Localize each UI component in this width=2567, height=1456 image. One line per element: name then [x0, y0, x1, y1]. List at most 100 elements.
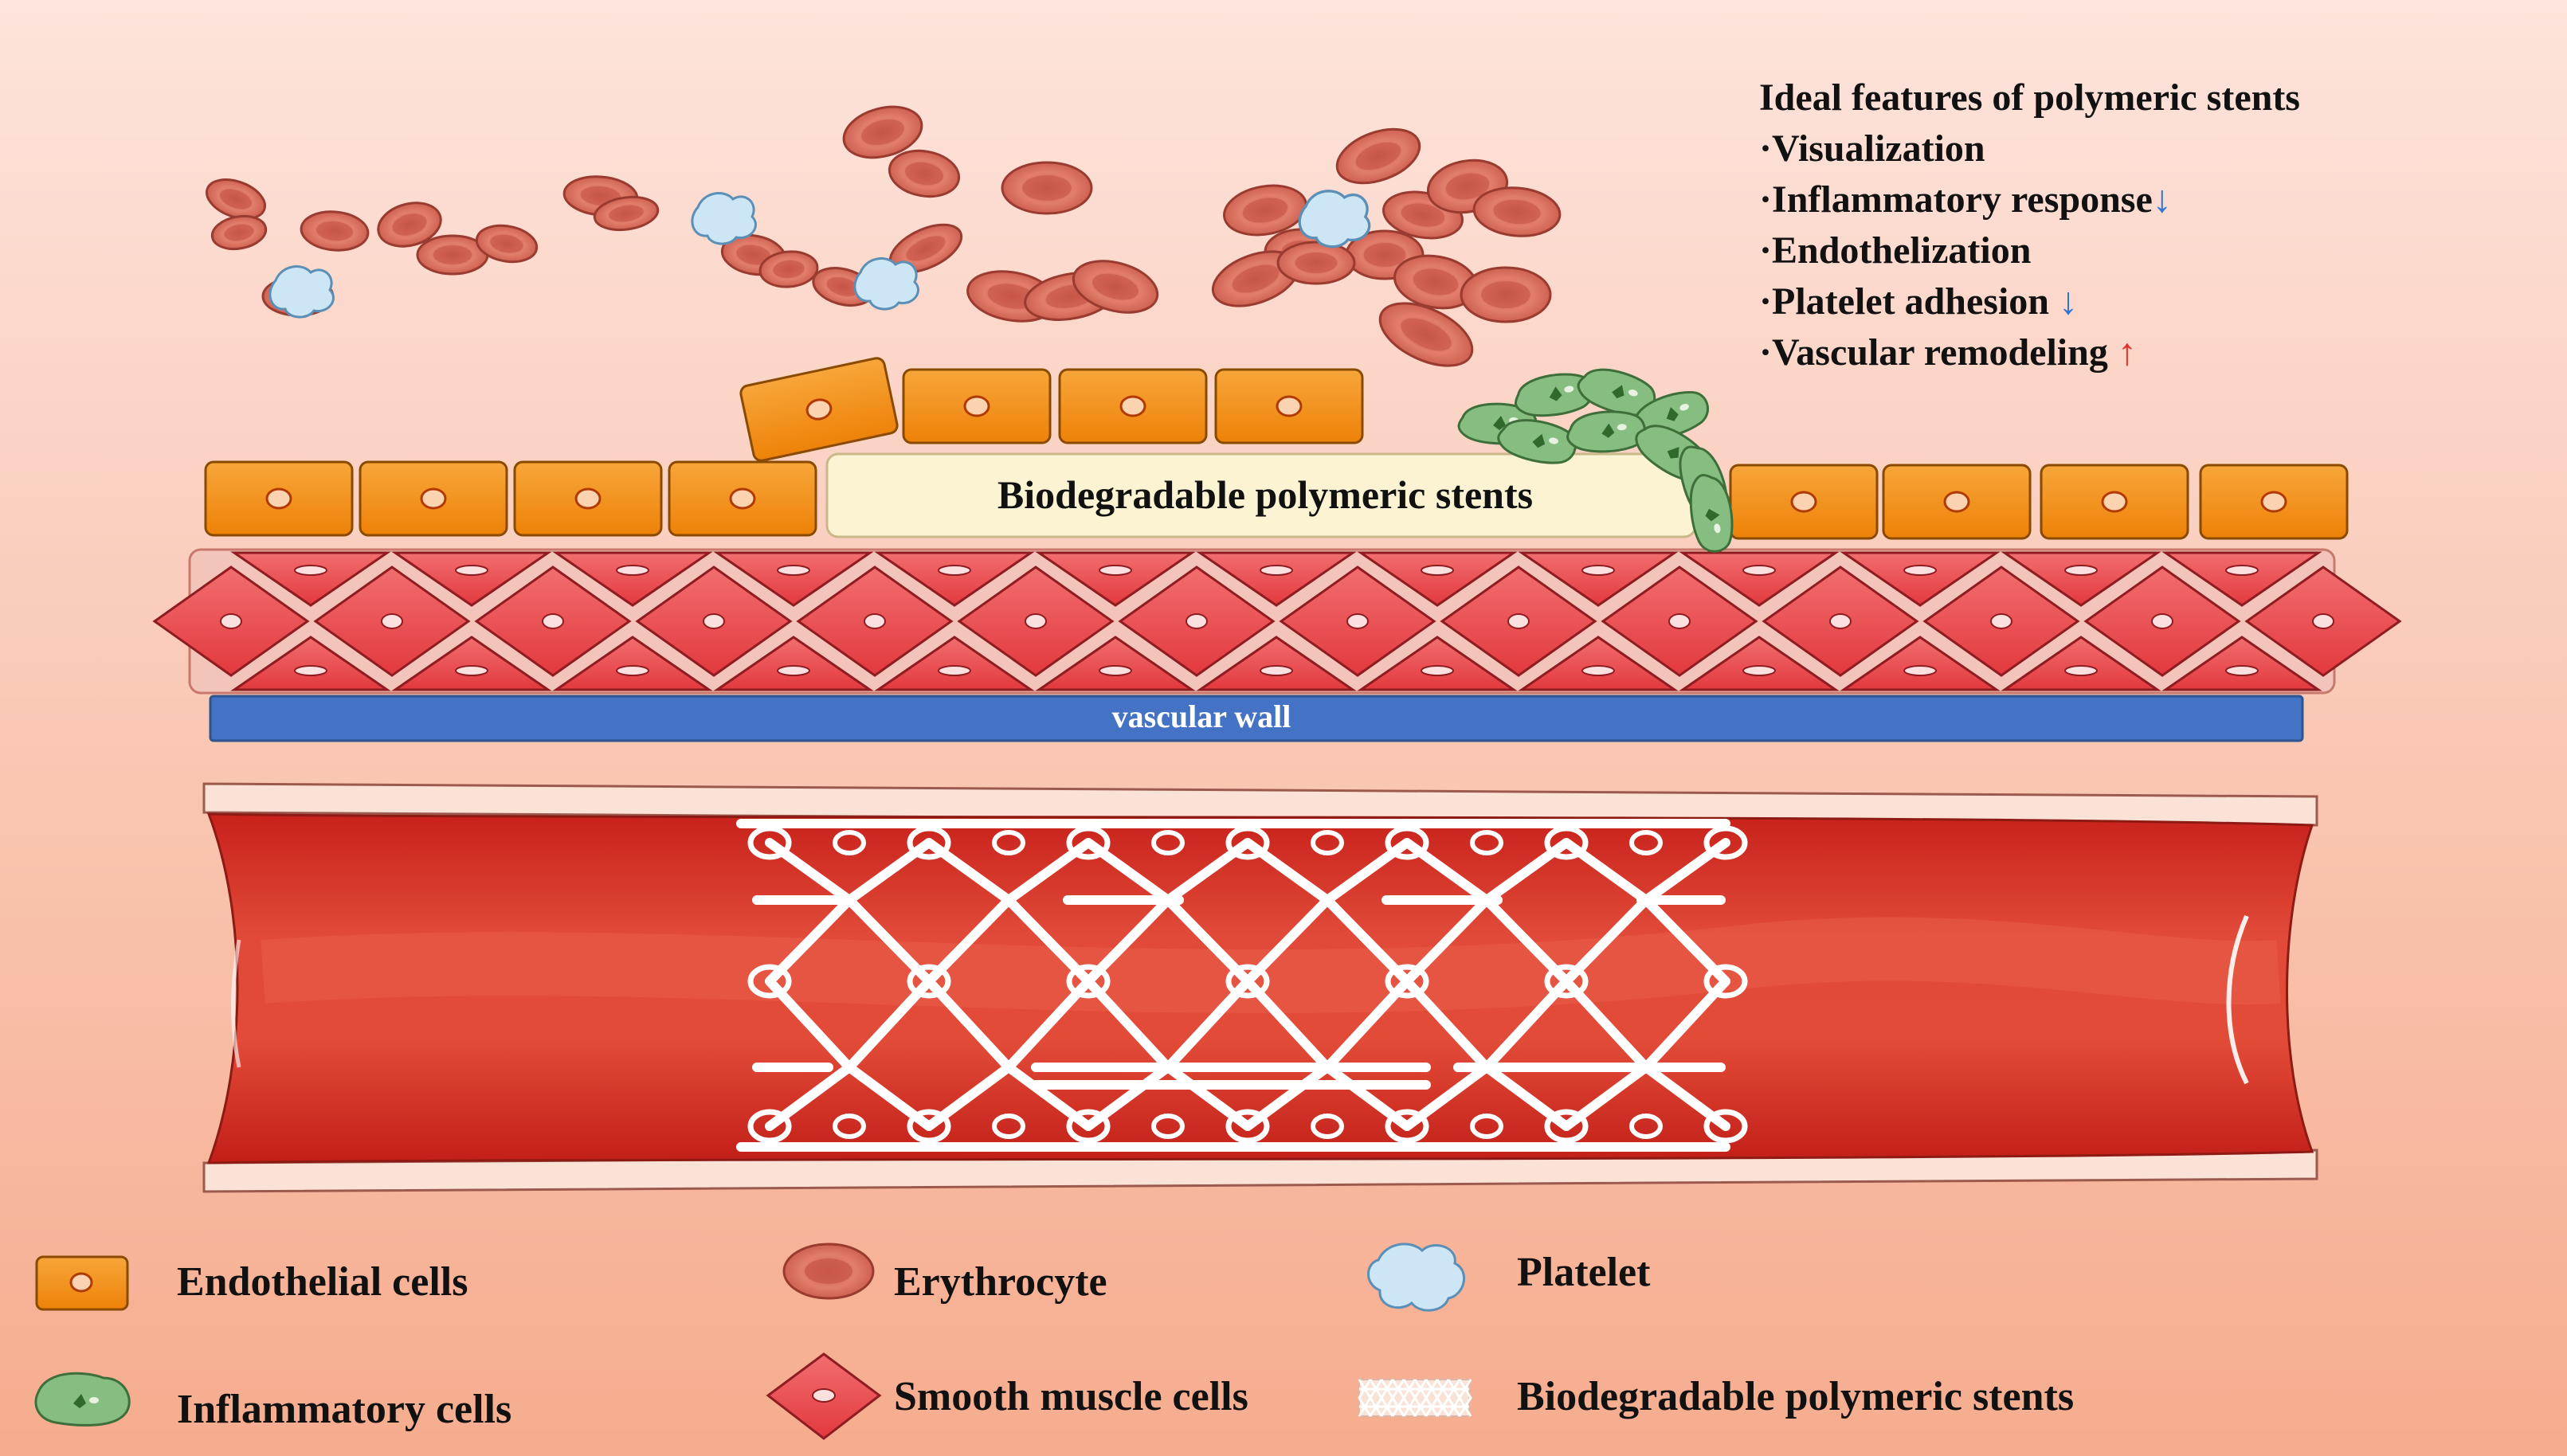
stent-node [907, 825, 951, 860]
inflammatory-cell [1577, 368, 1656, 417]
erythrocyte [593, 195, 660, 232]
stent-node [1385, 1109, 1429, 1144]
stent-node [1225, 1109, 1270, 1144]
platelet [853, 257, 919, 311]
feature-item: ·Platelet adhesion ↓ [1759, 280, 2078, 323]
stent-node [1703, 1109, 1748, 1144]
stent-node [1311, 1114, 1344, 1139]
inflammatory-cell [1689, 474, 1734, 553]
endothelial-cell [1214, 368, 1364, 444]
smooth-muscle-cell [391, 551, 552, 607]
erythrocyte [758, 250, 819, 288]
stent-node [747, 964, 792, 999]
smooth-muscle-cell [1196, 551, 1357, 607]
legend-inflammatory-icon [34, 1372, 131, 1427]
erythrocyte [1001, 161, 1093, 215]
smooth-muscle-cell [635, 566, 793, 677]
smooth-muscle-cell [1035, 636, 1196, 691]
platelet [1298, 190, 1371, 249]
endothelial-cell [359, 460, 508, 537]
erythrocyte [888, 223, 963, 274]
stent-node [1066, 1109, 1111, 1144]
legend-stent-icon [1358, 1379, 1472, 1417]
smooth-muscle-cell [230, 551, 391, 607]
arrow-down-icon: ↓ [2059, 280, 2078, 323]
legend-endothelial-icon [35, 1255, 129, 1311]
erythrocyte [1393, 254, 1479, 310]
smooth-muscle-cell [1762, 566, 1919, 677]
smooth-muscle-cell [1518, 636, 1679, 691]
smooth-muscle-cell [1679, 551, 1840, 607]
smooth-muscle-cell [713, 636, 874, 691]
smooth-muscle-cell [874, 636, 1035, 691]
stent-node [1151, 1114, 1185, 1139]
endothelial-cell [668, 460, 817, 537]
erythrocyte [1472, 186, 1562, 237]
stent-node [1225, 964, 1270, 999]
stent-node [992, 1114, 1025, 1139]
smooth-muscle-cell [1518, 551, 1679, 607]
erythrocyte [1276, 241, 1356, 285]
smooth-muscle-cell [1840, 551, 2001, 607]
stent-node [1629, 1114, 1663, 1139]
stent-label: Biodegradable polymeric stents [997, 472, 1533, 517]
arrow-up-icon: ↑ [2118, 331, 2137, 374]
stent-node [1703, 964, 1748, 999]
erythrocyte [842, 105, 923, 159]
stent-mesh [736, 819, 1748, 1152]
stent-node [1066, 825, 1111, 860]
erythrocyte [300, 210, 370, 252]
erythrocyte [475, 224, 539, 264]
smooth-muscle-cell [2161, 636, 2322, 691]
endothelial-cell [739, 357, 899, 462]
endothelial-cell [513, 460, 663, 537]
smooth-muscle-cell [552, 636, 713, 691]
inflammatory-cell [1497, 419, 1577, 464]
erythrocyte [210, 214, 268, 251]
erythrocyte [206, 178, 266, 220]
stent-node [1544, 825, 1589, 860]
features-title: Ideal features of polymeric stents [1759, 76, 2300, 119]
smooth-muscle-cell [2001, 551, 2161, 607]
feature-item: ·Vascular remodeling ↑ [1759, 331, 2137, 374]
endothelial-cell [902, 368, 1052, 444]
stent-node [992, 830, 1025, 855]
erythrocyte [1223, 184, 1307, 237]
inflammatory-cell [1566, 410, 1646, 453]
erythrocyte [1378, 302, 1474, 367]
smooth-muscle-cell [2161, 551, 2322, 607]
endothelial-cell [2199, 464, 2349, 540]
legend-endothelial-label: Endothelial cells [177, 1259, 468, 1305]
stent-node [833, 830, 866, 855]
vascular-wall-label: vascular wall [1112, 699, 1291, 734]
smooth-muscle-cell [152, 566, 310, 677]
stent-node [907, 1109, 951, 1144]
smooth-muscle-cell [1601, 566, 1758, 677]
erythrocyte [1072, 260, 1159, 314]
stent-node [1225, 825, 1270, 860]
arrow-down-icon: ↓ [2153, 178, 2172, 221]
platelet [268, 265, 335, 319]
feature-item: ·Endothelization [1759, 229, 2031, 272]
stent-node [1703, 825, 1748, 860]
smooth-muscle-cell [796, 566, 954, 677]
smooth-muscle-cell [2244, 566, 2402, 677]
stent-node [747, 825, 792, 860]
vascular-wall: vascular wall [209, 695, 2304, 742]
smooth-muscle-cell [552, 551, 713, 607]
smooth-muscle-cell [1118, 566, 1276, 677]
vessel [202, 782, 2318, 1193]
smooth-muscle-cell [1840, 636, 2001, 691]
smooth-muscle-cell [1679, 636, 1840, 691]
stent-node [1470, 830, 1503, 855]
smooth-muscle-cell [230, 636, 391, 691]
smooth-muscle-cell [1357, 636, 1518, 691]
smooth-muscle-cell [474, 566, 632, 677]
stent-node [747, 1109, 792, 1144]
smooth-muscle-cell [1357, 551, 1518, 607]
endothelial-layer [204, 357, 2349, 540]
stent-node [1629, 830, 1663, 855]
legend-erythrocyte-icon [782, 1243, 875, 1300]
